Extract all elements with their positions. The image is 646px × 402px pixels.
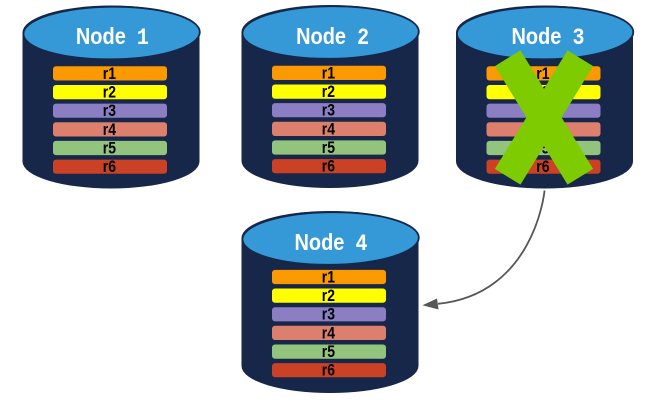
svg-text:r3: r3: [322, 306, 335, 324]
svg-text:r5: r5: [103, 139, 116, 157]
svg-text:r4: r4: [103, 121, 117, 139]
svg-text:r1: r1: [322, 268, 335, 286]
svg-text:r4: r4: [322, 324, 336, 342]
svg-text:r6: r6: [536, 158, 549, 176]
svg-text:r3: r3: [322, 102, 335, 120]
svg-text:r5: r5: [322, 343, 335, 361]
svg-text:Node 4: Node 4: [295, 229, 368, 257]
svg-text:Node 3: Node 3: [512, 23, 585, 51]
svg-text:r4: r4: [322, 120, 336, 138]
svg-text:r2: r2: [322, 83, 335, 101]
svg-text:r6: r6: [322, 158, 335, 176]
svg-text:r3: r3: [103, 102, 116, 120]
svg-text:r6: r6: [322, 362, 335, 380]
svg-text:r1: r1: [536, 65, 549, 83]
svg-text:Node 2: Node 2: [296, 23, 369, 51]
svg-text:r2: r2: [322, 287, 335, 305]
svg-text:Node 1: Node 1: [76, 23, 149, 51]
svg-text:r6: r6: [103, 158, 116, 176]
svg-text:r2: r2: [103, 84, 116, 102]
svg-text:r5: r5: [322, 139, 335, 157]
svg-text:r1: r1: [322, 64, 335, 82]
svg-text:r1: r1: [103, 65, 116, 83]
